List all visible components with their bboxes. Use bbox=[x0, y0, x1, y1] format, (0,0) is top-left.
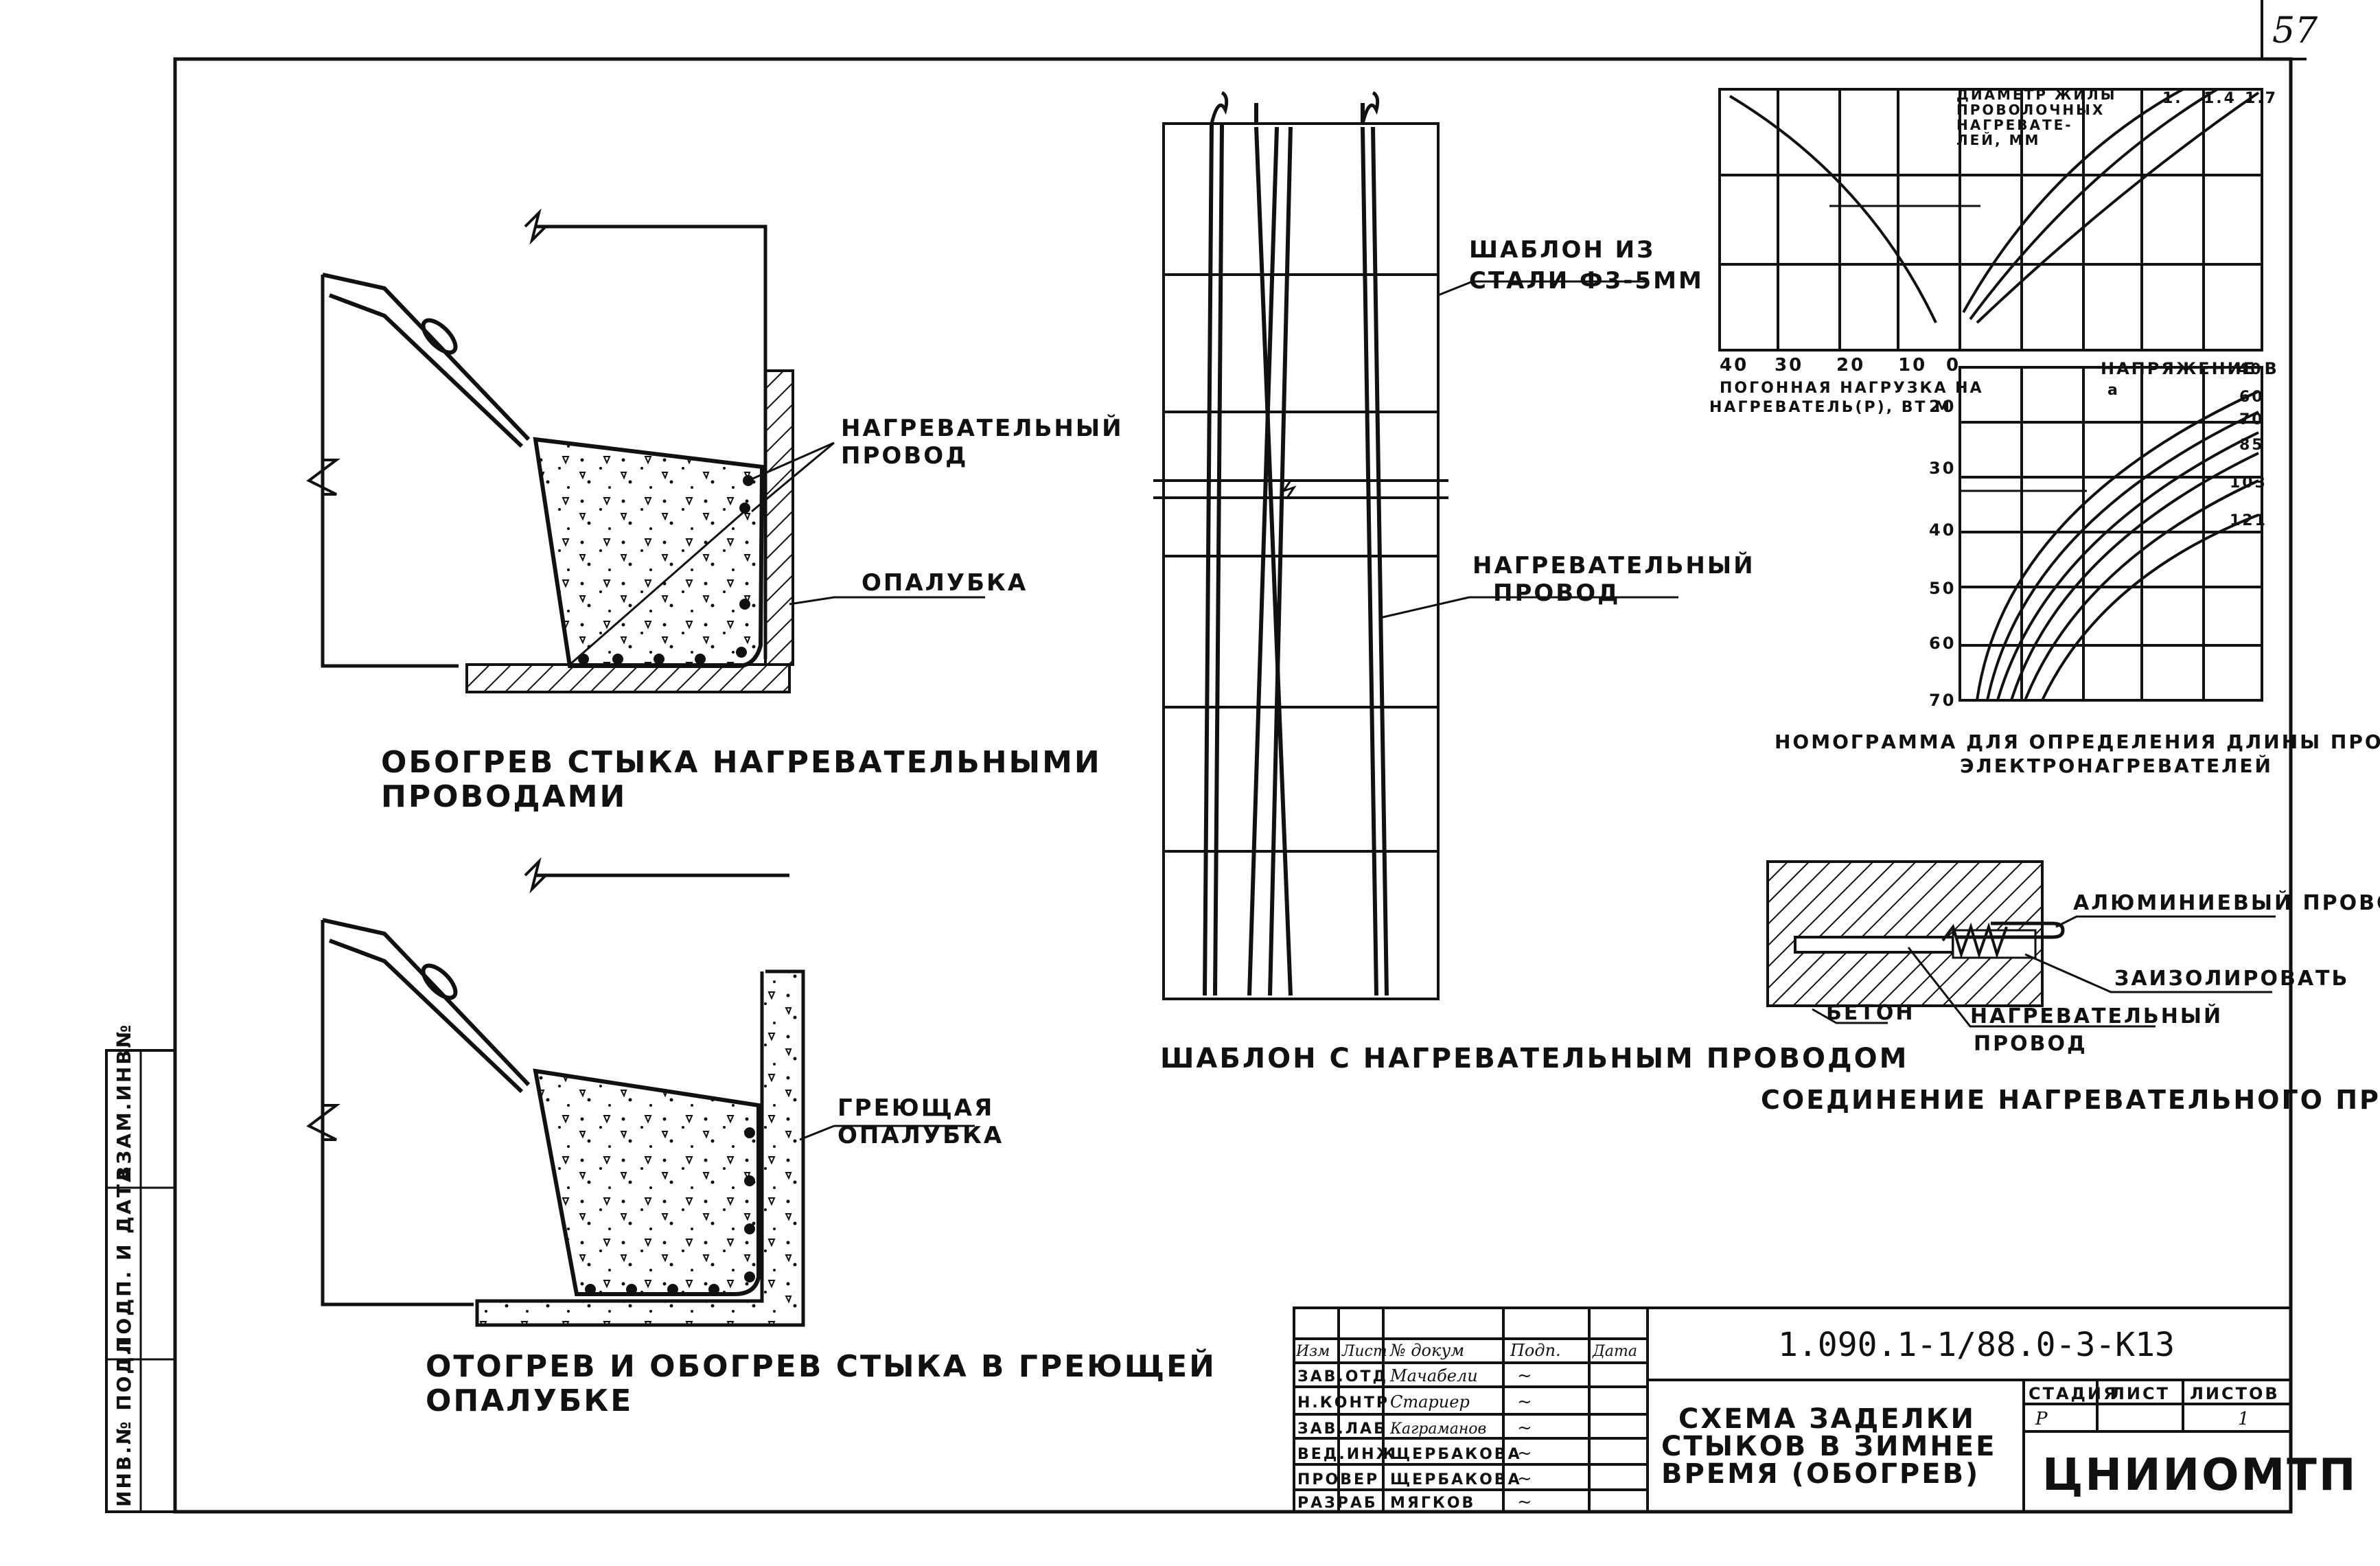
page-number: 57 bbox=[2261, 0, 2318, 60]
fig3-label-wire-2: ПРОВОД bbox=[1493, 579, 1620, 607]
fig3-label-template-1: ШАБЛОН ИЗ bbox=[1469, 236, 1655, 264]
svg-text:ЛЕЙ, ММ: ЛЕЙ, ММ bbox=[1956, 132, 2040, 148]
svg-text:60: 60 bbox=[1929, 634, 1956, 653]
sheet-title-2: СТЫКОВ В ЗИМНЕЕ bbox=[1661, 1431, 1996, 1462]
svg-text:ДИАМЕТР ЖИЛЫ: ДИАМЕТР ЖИЛЫ bbox=[1956, 87, 2116, 103]
tb-role-3: ВЕД.ИНЖ bbox=[1297, 1446, 1397, 1463]
fig2-caption-1: ОТОГРЕВ И ОБОГРЕВ СТЫКА В ГРЕЮЩЕЙ bbox=[426, 1348, 1216, 1384]
svg-text:1: 1 bbox=[2238, 1409, 2250, 1429]
tb-name-2: Каграманов bbox=[1389, 1420, 1486, 1438]
tb-name-3: ЩЕРБАКОВА bbox=[1390, 1446, 1522, 1463]
svg-text:57: 57 bbox=[2272, 10, 2318, 51]
org-name: ЦНИИОМТП bbox=[2042, 1450, 2357, 1501]
svg-text:20: 20 bbox=[1929, 397, 1956, 416]
svg-text:30: 30 bbox=[1775, 355, 1803, 376]
doc-code: 1.090.1-1/88.0-3-К13 bbox=[1778, 1326, 2175, 1364]
svg-text:1.7: 1.7 bbox=[2245, 90, 2278, 107]
svg-text:1.4: 1.4 bbox=[2204, 90, 2237, 107]
svg-text:Р: Р bbox=[2035, 1409, 2048, 1429]
svg-text:121: 121 bbox=[2230, 512, 2267, 529]
fig1-caption-1: ОБОГРЕВ СТЫКА НАГРЕВАТЕЛЬНЫМИ bbox=[381, 745, 1102, 780]
fig1-label-wire-1: НАГРЕВАТЕЛЬНЫЙ bbox=[841, 414, 1124, 442]
nomogram-labels: ДИАМЕТР ЖИЛЫ ПРОВОЛОЧНЫХ НАГРЕВАТЕ- ЛЕЙ,… bbox=[1709, 87, 2380, 777]
sheet-title-3: ВРЕМЯ (ОБОГРЕВ) bbox=[1661, 1458, 1980, 1490]
svg-text:Подп.: Подп. bbox=[1510, 1341, 1561, 1360]
svg-text:~: ~ bbox=[1517, 1443, 1532, 1464]
svg-text:Изм: Изм bbox=[1295, 1343, 1330, 1360]
tb-name-0: Мачабели bbox=[1389, 1366, 1478, 1385]
svg-text:НАПРЯЖЕНИЕ В: НАПРЯЖЕНИЕ В bbox=[2101, 359, 2279, 378]
fig1-label-formwork: ОПАЛУБКА bbox=[862, 569, 1028, 597]
fig2-label-1: ГРЕЮЩАЯ bbox=[837, 1094, 994, 1122]
svg-text:~: ~ bbox=[1517, 1492, 1532, 1512]
svg-text:ЛИСТОВ: ЛИСТОВ bbox=[2190, 1384, 2280, 1403]
svg-text:№ докум: № докум bbox=[1389, 1341, 1464, 1360]
fig1-caption-2: ПРОВОДАМИ bbox=[381, 779, 627, 814]
fig4-label-concrete: БЕТОН bbox=[1826, 1001, 1915, 1025]
left-stamp: ИНВ.№ ПОДЛ ПОДП. И ДАТА ВЗАМ.ИНВ№ bbox=[105, 1023, 176, 1513]
tb-name-1: Стариер bbox=[1390, 1392, 1470, 1412]
nomogram bbox=[1718, 88, 2263, 702]
svg-text:~: ~ bbox=[1517, 1469, 1532, 1489]
fig3-label-wire-1: НАГРЕВАТЕЛЬНЫЙ bbox=[1472, 551, 1755, 579]
fig4-label-alu: АЛЮМИНИЕВЫЙ ПРОВОД bbox=[2073, 890, 2380, 915]
stamp-vzam: ВЗАМ.ИНВ№ bbox=[113, 1023, 135, 1181]
fig2-caption-2: ОПАЛУБКЕ bbox=[426, 1383, 633, 1418]
sheet-frame bbox=[173, 57, 2293, 1514]
svg-text:40: 40 bbox=[1929, 520, 1956, 540]
tb-role-5: РАЗРАБ bbox=[1297, 1495, 1378, 1512]
fig4-label-wire-1: НАГРЕВАТЕЛЬНЫЙ bbox=[1970, 1004, 2223, 1028]
fig1-joint-heating-wires bbox=[306, 208, 985, 693]
svg-text:0: 0 bbox=[1946, 355, 1961, 376]
svg-text:103: 103 bbox=[2230, 474, 2267, 492]
stamp-inv: ИНВ.№ ПОДЛ bbox=[113, 1337, 135, 1507]
fig4-label-insulate: ЗАИЗОЛИРОВАТЬ bbox=[2114, 967, 2349, 991]
tb-name-5: МЯГКОВ bbox=[1390, 1495, 1475, 1512]
fig2-joint-heating-formwork bbox=[306, 857, 975, 1327]
svg-text:30: 30 bbox=[1929, 459, 1956, 478]
svg-text:10: 10 bbox=[1898, 355, 1927, 376]
svg-text:НАГРЕВАТЕ-: НАГРЕВАТЕ- bbox=[1956, 117, 2073, 133]
fig1-label-wire-2: ПРОВОД bbox=[841, 442, 968, 470]
tb-name-4: ЩЕРБАКОВА bbox=[1390, 1471, 1522, 1488]
svg-text:Лист: Лист bbox=[1341, 1343, 1387, 1360]
title-block bbox=[1293, 1306, 2292, 1513]
fig3-caption: ШАБЛОН С НАГРЕВАТЕЛЬНЫМ ПРОВОДОМ bbox=[1160, 1043, 1908, 1074]
nomogram-caption-1: НОМОГРАММА ДЛЯ ОПРЕДЕЛЕНИЯ ДЛИНЫ ПРОВОЛО… bbox=[1775, 730, 2380, 753]
tb-role-0: ЗАВ.ОТД bbox=[1297, 1368, 1388, 1385]
tb-role-2: ЗАВ.ЛАБ bbox=[1297, 1420, 1387, 1438]
svg-text:СТАДИЯ: СТАДИЯ bbox=[2029, 1384, 2118, 1403]
svg-text:ПРОВОЛОЧНЫХ: ПРОВОЛОЧНЫХ bbox=[1956, 102, 2105, 118]
svg-text:НАГРЕВАТЕЛЬ(Р), ВТ М: НАГРЕВАТЕЛЬ(Р), ВТ М bbox=[1709, 399, 1952, 416]
svg-text:ПОГОННАЯ НАГРУЗКА НА: ПОГОННАЯ НАГРУЗКА НА bbox=[1720, 380, 1984, 397]
fig4-label-wire-2: ПРОВОД bbox=[1974, 1032, 2088, 1056]
fig3-template bbox=[1153, 91, 1678, 1000]
svg-text:~: ~ bbox=[1517, 1366, 1532, 1386]
svg-text:60: 60 bbox=[2239, 389, 2265, 406]
svg-text:а: а bbox=[2107, 382, 2120, 399]
title-block-text: Изм Лист № докум Подп. Дата ЗАВ.ОТД Мача… bbox=[1295, 1326, 2357, 1512]
svg-text:20: 20 bbox=[1836, 355, 1865, 376]
svg-text:ЛИСТ: ЛИСТ bbox=[2111, 1384, 2170, 1403]
fig4-wire-connection bbox=[1766, 860, 2276, 1028]
tb-role-4: ПРОВЕР bbox=[1297, 1471, 1379, 1488]
svg-text:Дата: Дата bbox=[1592, 1343, 1637, 1360]
fig3-label-template-2: СТАЛИ Ф3-5ММ bbox=[1469, 267, 1704, 295]
sheet-title-1: СХЕМА ЗАДЕЛКИ bbox=[1678, 1403, 1976, 1435]
svg-text:50: 50 bbox=[1929, 579, 1956, 598]
svg-text:~: ~ bbox=[1517, 1392, 1532, 1412]
nomogram-caption-2: ЭЛЕКТРОНАГРЕВАТЕЛЕЙ bbox=[1960, 754, 2273, 777]
fig4-caption: СОЕДИНЕНИЕ НАГРЕВАТЕЛЬНОГО ПРОВОДА bbox=[1761, 1085, 2380, 1115]
tb-role-1: Н.КОНТР bbox=[1297, 1394, 1389, 1412]
svg-text:85: 85 bbox=[2239, 437, 2265, 454]
fig2-label-2: ОПАЛУБКА bbox=[837, 1122, 1004, 1149]
svg-text:1.: 1. bbox=[2162, 90, 2183, 107]
svg-text:70: 70 bbox=[1929, 691, 1956, 710]
svg-text:70: 70 bbox=[2239, 411, 2265, 428]
stamp-podp: ПОДП. И ДАТА bbox=[113, 1165, 135, 1352]
svg-text:40: 40 bbox=[2238, 361, 2263, 378]
svg-text:40: 40 bbox=[1720, 355, 1748, 376]
svg-text:~: ~ bbox=[1517, 1418, 1532, 1438]
